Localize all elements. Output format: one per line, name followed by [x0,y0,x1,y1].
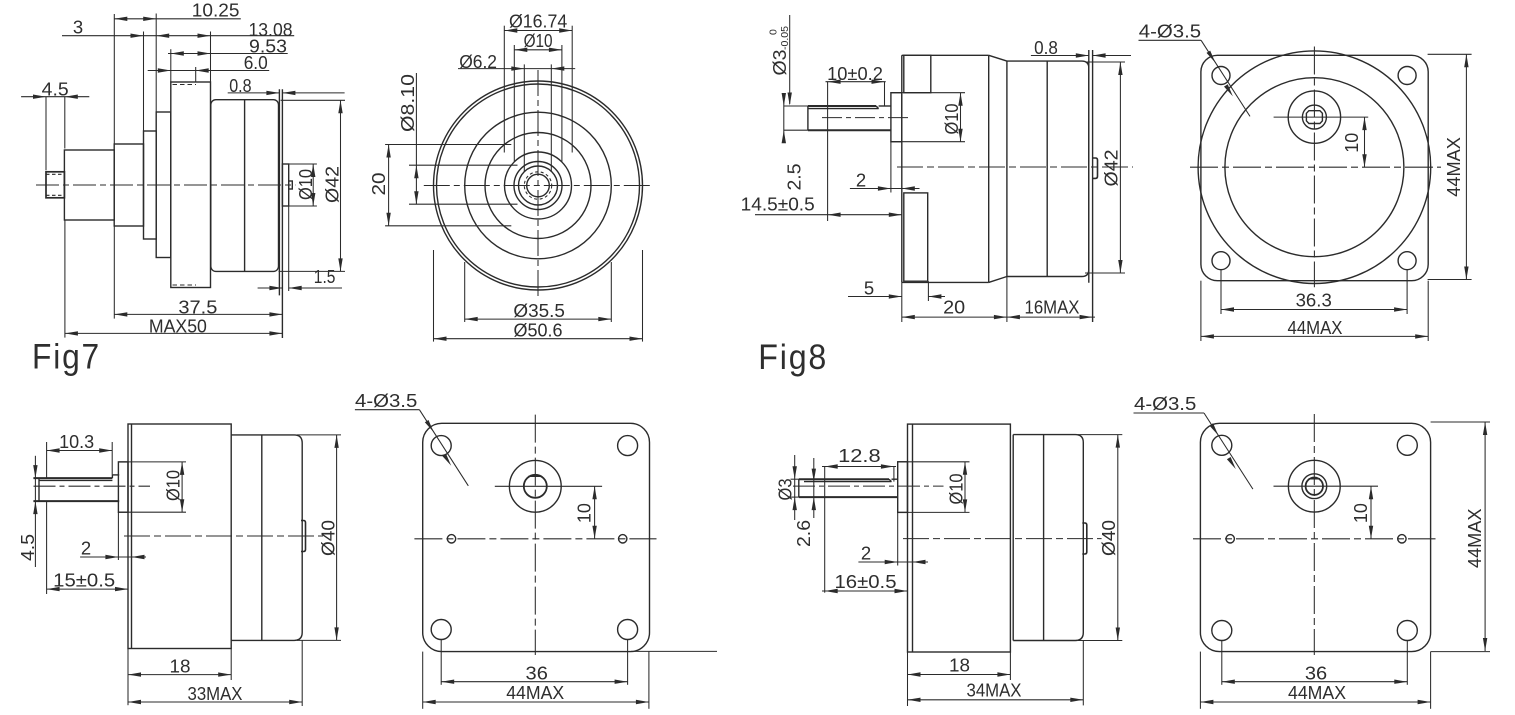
svg-text:36: 36 [526,662,548,683]
svg-text:16±0.5: 16±0.5 [835,571,897,592]
svg-text:Ø8.10: Ø8.10 [397,74,418,132]
svg-text:2.6: 2.6 [793,520,814,547]
svg-text:0: 0 [768,29,780,35]
svg-text:0.8: 0.8 [1034,37,1058,58]
svg-text:33MAX: 33MAX [188,683,243,704]
svg-text:20: 20 [943,297,965,318]
svg-text:4-Ø3.5: 4-Ø3.5 [355,390,417,411]
svg-text:9.53: 9.53 [249,36,287,57]
svg-text:18: 18 [949,655,970,676]
svg-text:5: 5 [864,278,874,299]
svg-text:Ø3: Ø3 [775,479,796,501]
svg-text:15±0.5: 15±0.5 [53,569,115,590]
svg-text:2: 2 [861,543,871,564]
svg-text:Fig8: Fig8 [758,338,828,377]
svg-text:Ø50.6: Ø50.6 [514,320,563,341]
svg-text:Ø16.74: Ø16.74 [509,11,567,32]
svg-text:10: 10 [1350,503,1371,523]
svg-text:44MAX: 44MAX [1464,509,1485,569]
svg-text:2: 2 [81,538,91,559]
svg-text:0.8: 0.8 [229,75,251,96]
svg-text:Ø10: Ø10 [524,30,553,51]
svg-text:10.25: 10.25 [192,0,240,21]
svg-text:Ø40: Ø40 [1098,520,1119,556]
svg-text:4.5: 4.5 [42,79,69,100]
svg-text:6.0: 6.0 [244,52,268,73]
svg-text:14.5±0.5: 14.5±0.5 [741,194,815,215]
svg-text:44MAX: 44MAX [506,682,564,703]
svg-text:3: 3 [73,17,83,38]
svg-text:Ø40: Ø40 [318,520,339,556]
svg-text:2: 2 [856,170,866,191]
svg-text:10.3: 10.3 [59,431,94,452]
svg-text:34MAX: 34MAX [967,679,1022,700]
svg-text:12.8: 12.8 [838,445,881,466]
svg-text:2.5: 2.5 [784,164,805,191]
svg-text:Ø3: Ø3 [769,50,790,76]
svg-text:10±0.2: 10±0.2 [827,63,883,84]
svg-text:36: 36 [1305,662,1327,683]
svg-text:37.5: 37.5 [178,296,217,317]
svg-text:4-Ø3.5: 4-Ø3.5 [1134,393,1196,414]
svg-text:20: 20 [368,173,389,196]
svg-text:36.3: 36.3 [1296,289,1332,310]
svg-text:Ø10: Ø10 [295,169,316,200]
svg-text:10: 10 [574,503,595,523]
svg-text:Fig7: Fig7 [32,338,101,377]
svg-text:Ø10: Ø10 [163,470,184,501]
svg-text:10: 10 [1341,133,1362,153]
svg-text:Ø35.5: Ø35.5 [513,300,565,321]
svg-text:18: 18 [170,656,191,677]
svg-text:13.08: 13.08 [249,19,293,40]
svg-text:Ø42: Ø42 [322,166,343,203]
svg-text:MAX50: MAX50 [149,315,207,336]
svg-text:Ø42: Ø42 [1101,150,1122,187]
svg-text:Ø6.2: Ø6.2 [459,51,497,72]
svg-text:Ø10: Ø10 [946,474,967,505]
svg-text:44MAX: 44MAX [1288,317,1343,338]
svg-text:1.5: 1.5 [314,266,336,287]
svg-text:16MAX: 16MAX [1025,297,1080,318]
svg-text:44MAX: 44MAX [1443,137,1464,197]
svg-text:4.5: 4.5 [17,534,38,561]
svg-text:44MAX: 44MAX [1288,682,1346,703]
svg-text:Ø10: Ø10 [941,104,962,135]
svg-text:4-Ø3.5: 4-Ø3.5 [1139,20,1201,41]
svg-text:-0.05: -0.05 [779,26,791,50]
